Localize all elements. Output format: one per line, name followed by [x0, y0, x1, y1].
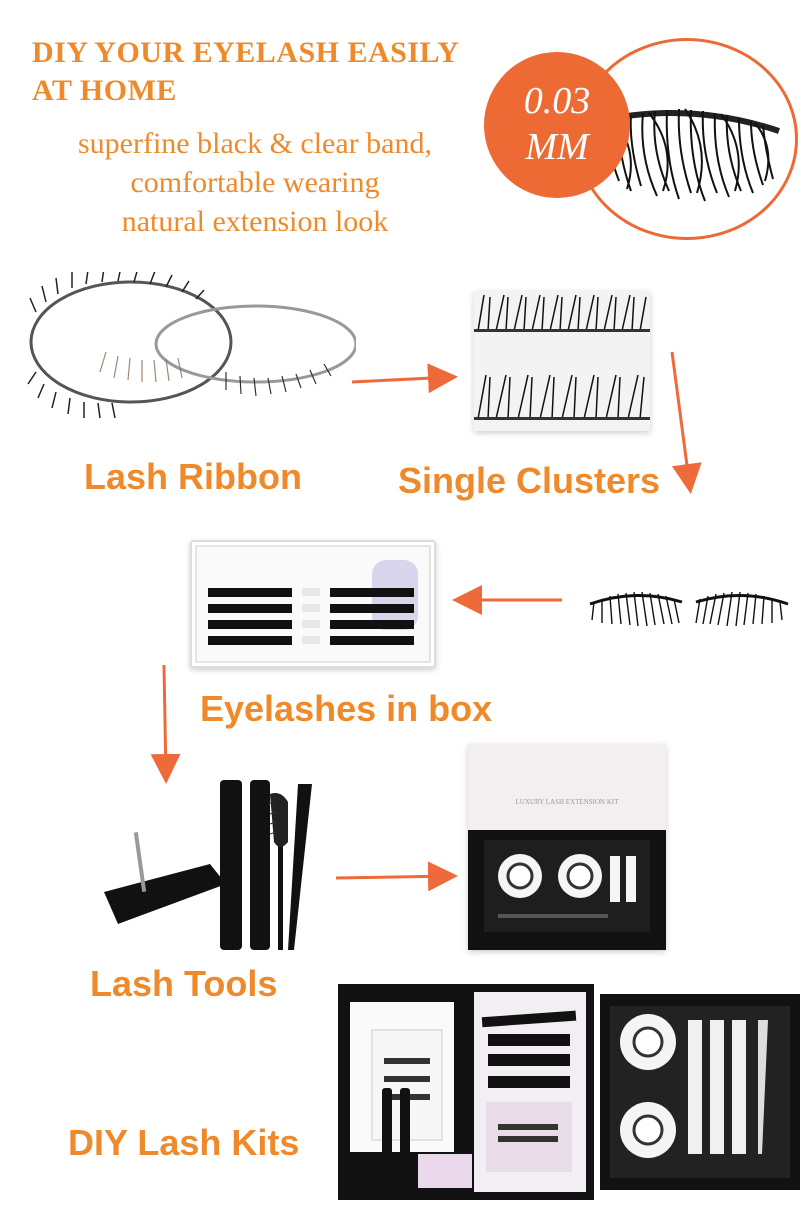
arrow-box-to-tools [150, 664, 181, 784]
arrow-tools-to-kit [335, 861, 458, 892]
arrow-ribbon-to-clusters [351, 363, 458, 394]
lash-kit-box-image: LUXURY LASH EXTENSION KIT [468, 744, 666, 950]
label-lash-tools: Lash Tools [90, 963, 278, 1004]
diy-lash-kits-image [338, 984, 800, 1200]
lash-tools-image [104, 780, 312, 950]
arrow-clusters-down [670, 351, 702, 494]
thickness-badge: 0.03 MM [484, 52, 630, 198]
single-clusters-image [474, 291, 650, 431]
label-diy-lash-kits: DIY Lash Kits [68, 1122, 300, 1163]
subtext-line-1: superfine black & clear band, [77, 127, 432, 160]
svg-text:LUXURY LASH EXTENSION KIT: LUXURY LASH EXTENSION KIT [516, 798, 620, 806]
headline: DIY YOUR EYELASH EASILY AT HOME [32, 34, 552, 110]
headline-line-1: DIY YOUR EYELASH EASILY [32, 36, 460, 69]
subtext: superfine black & clear band, comfortabl… [20, 124, 490, 241]
subtext-line-2: comfortable wearing [130, 166, 380, 199]
label-eyelashes-in-box: Eyelashes in box [200, 688, 493, 729]
label-lash-ribbon: Lash Ribbon [84, 456, 302, 497]
label-single-clusters: Single Clusters [398, 460, 661, 501]
lash-ribbon-image [27, 272, 356, 419]
headline-line-2: AT HOME [32, 74, 177, 107]
strip-lashes-image [589, 591, 789, 627]
badge-unit: MM [525, 126, 589, 168]
eyelash-box-image [190, 540, 436, 668]
badge-value: 0.03 [523, 80, 591, 122]
subtext-line-3: natural extension look [121, 205, 389, 238]
